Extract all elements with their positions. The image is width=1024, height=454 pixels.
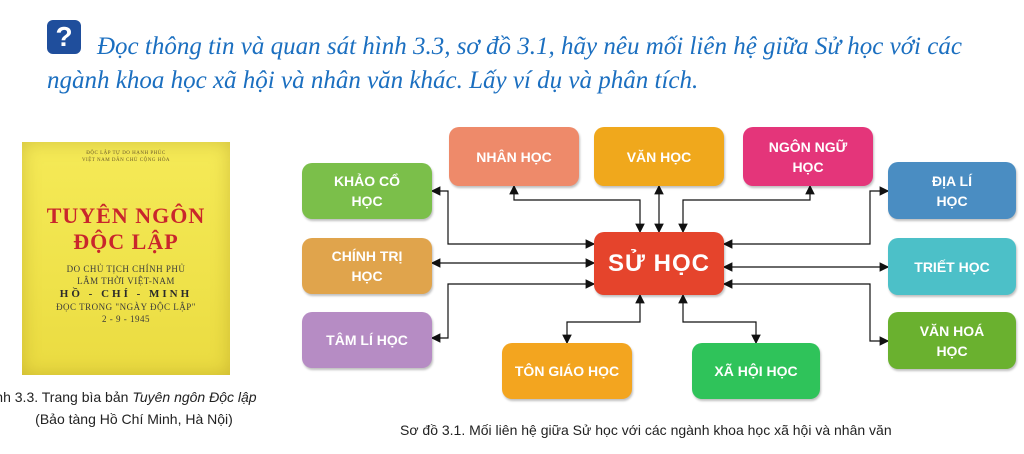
box-label: CHÍNH TRỊ HỌC: [331, 248, 403, 284]
cover-header: ĐỘC LẬP TỰ DO HẠNH PHÚC VIỆT NAM DÂN CHỦ…: [22, 150, 230, 164]
connector-tam-li-hoc: [430, 279, 596, 343]
cover-header-line-2: VIỆT NAM DÂN CHỦ CỘNG HÒA: [81, 158, 171, 163]
connector-nhan-hoc: [509, 184, 645, 234]
cover-line-3: ĐỌC TRONG "NGÀY ĐỘC LẬP": [56, 302, 196, 312]
box-ton-giao-hoc: TÔN GIÁO HỌC: [502, 343, 632, 399]
box-label: TÂM LÍ HỌC: [326, 332, 408, 348]
box-van-hoa-hoc: VĂN HOÁ HỌC: [888, 312, 1016, 369]
center-box-label: SỬ HỌC: [608, 249, 710, 277]
cover-title-line-2: ĐỘC LẬP: [73, 229, 179, 254]
box-tam-li-hoc: TÂM LÍ HỌC: [302, 312, 432, 368]
cover-line-1: DO CHỦ TỊCH CHÍNH PHỦ: [66, 264, 186, 274]
box-label: KHẢO CỔ HỌC: [333, 173, 401, 209]
box-khao-co-hoc: KHẢO CỔ HỌC: [302, 163, 432, 219]
question-text: Đọc thông tin và quan sát hình 3.3, sơ đ…: [47, 33, 962, 94]
box-dia-li-hoc: ĐỊA LÍ HỌC: [888, 162, 1016, 219]
box-label: TRIẾT HỌC: [914, 258, 990, 275]
figure-caption-line-2: (Bảo tàng Hồ Chí Minh, Hà Nội): [35, 411, 233, 427]
box-label: NGÔN NGỮ HỌC: [768, 138, 848, 175]
connector-van-hoa-hoc: [722, 279, 890, 346]
box-van-hoc: VĂN HỌC: [594, 127, 724, 186]
connector-khao-co-hoc: [430, 186, 596, 249]
box-label: TÔN GIÁO HỌC: [514, 363, 620, 379]
box-label: XÃ HỘI HỌC: [714, 363, 798, 379]
question-mark-icon: ?: [47, 20, 81, 54]
figure-caption: ình 3.3. Trang bìa bản Tuyên ngôn Độc lậ…: [0, 386, 268, 430]
declaration-cover-image: ĐỘC LẬP TỰ DO HẠNH PHÚC VIỆT NAM DÂN CHỦ…: [22, 142, 230, 375]
cover-line-2: LÂM THỜI VIỆT-NAM: [77, 276, 175, 286]
box-nhan-hoc: NHÂN HỌC: [449, 127, 579, 186]
box-xa-hoi-hoc: XÃ HỘI HỌC: [692, 343, 820, 399]
box-label: VĂN HỌC: [626, 148, 692, 165]
center-box-su-hoc: SỬ HỌC: [594, 232, 724, 295]
connector-ngon-ngu-hoc: [678, 184, 815, 234]
box-label: ĐỊA LÍ HỌC: [932, 172, 972, 209]
cover-date: 2 - 9 - 1945: [102, 314, 150, 324]
box-chinh-tri-hoc: CHÍNH TRỊ HỌC: [302, 238, 432, 294]
connector-xa-hoi-hoc: [678, 293, 761, 345]
diagram-caption: Sơ đồ 3.1. Mối liên hệ giữa Sử học với c…: [400, 422, 892, 438]
figure-caption-prefix: ình 3.3. Trang bìa bản: [0, 389, 133, 405]
cover-author-name: HỒ - CHÍ - MINH: [59, 288, 193, 300]
box-triet-hoc: TRIẾT HỌC: [888, 238, 1016, 295]
figure-caption-line-1: ình 3.3. Trang bìa bản Tuyên ngôn Độc lậ…: [0, 386, 268, 408]
cover-title-line-1: TUYÊN NGÔN: [46, 203, 206, 228]
cover-header-line-1: ĐỘC LẬP TỰ DO HẠNH PHÚC: [86, 151, 166, 156]
connector-ton-giao-hoc: [562, 293, 645, 345]
figure-caption-italic: Tuyên ngôn Độc lập: [132, 389, 257, 405]
box-label: NHÂN HỌC: [476, 148, 552, 165]
box-label: VĂN HOÁ HỌC: [919, 322, 985, 359]
connector-dia-li-hoc: [722, 186, 890, 249]
box-ngon-ngu-hoc: NGÔN NGỮ HỌC: [743, 127, 873, 186]
